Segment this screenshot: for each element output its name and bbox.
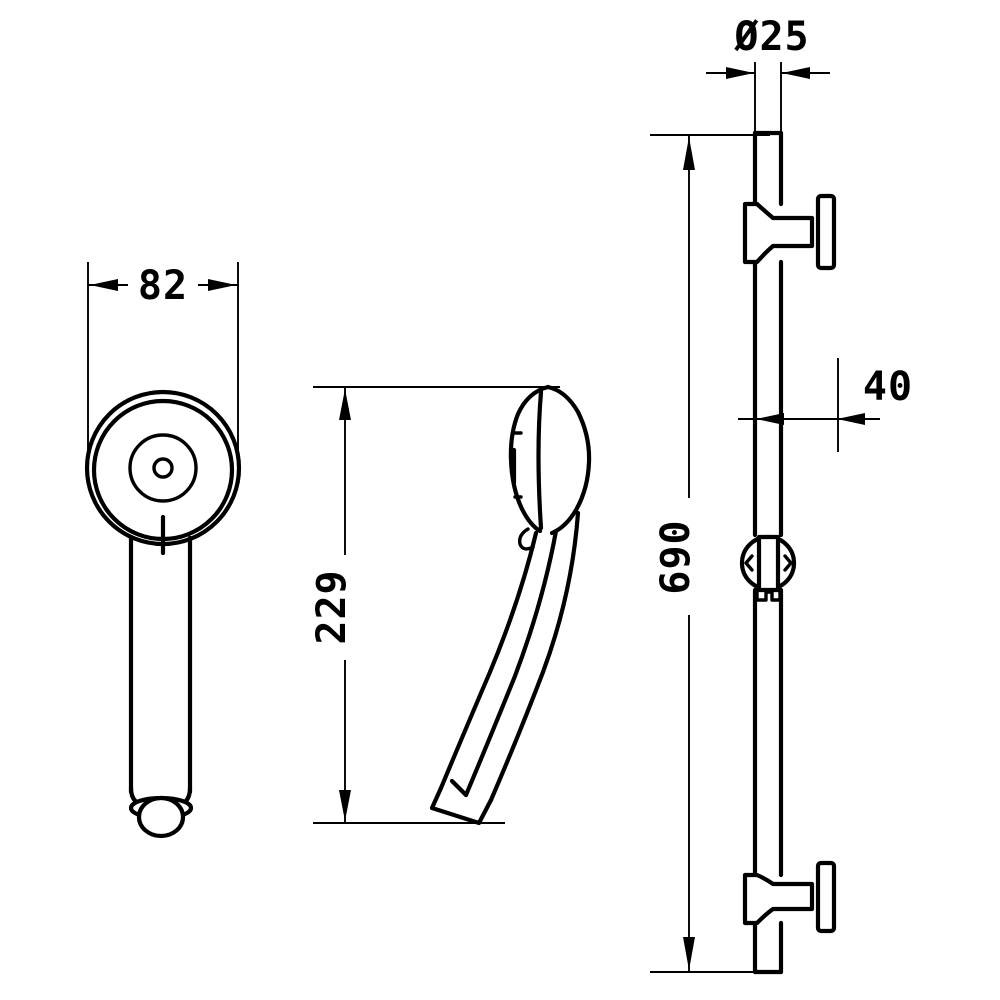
- dim-label-690: 690: [653, 519, 699, 594]
- rail-slider-clamp: [739, 534, 797, 602]
- bracket-top-body: [742, 201, 815, 265]
- handle-back-curve: [438, 530, 539, 791]
- sidehead-thumb-tab: [517, 527, 535, 551]
- slider-clamp-arrow-right: [783, 554, 793, 572]
- arrow-head-82-left: [90, 279, 118, 291]
- bracket-top-wall-plate: [815, 193, 837, 271]
- arrow-head-d25-left: [726, 67, 754, 79]
- bracket-bottom-wall-plate: [815, 860, 837, 934]
- dim-label-82: 82: [138, 263, 188, 309]
- handle-hose-connector-side: [429, 785, 494, 826]
- arrow-head-229-top: [339, 389, 351, 420]
- dim-label-40: 40: [863, 364, 913, 410]
- rail-bracket-top: [742, 193, 837, 271]
- arrow-head-690-bottom: [683, 937, 695, 970]
- slide-rail-view: Ø25 690 40: [650, 14, 913, 975]
- sidehead-face-edge: [536, 389, 544, 531]
- arrow-head-40-right: [837, 413, 865, 425]
- dim-label-229: 229: [309, 569, 355, 644]
- handset-side-view: 229: [309, 384, 592, 826]
- arrow-head-229-bottom: [339, 790, 351, 821]
- handle-front-curve: [488, 510, 581, 803]
- rail-bracket-bottom: [742, 860, 837, 934]
- handle-hose-connector: [136, 795, 186, 839]
- bracket-bottom-body: [742, 872, 815, 926]
- slider-clamp-foot: [755, 588, 782, 602]
- arrow-head-82-right: [208, 279, 236, 291]
- sidehead-back-profile: [508, 384, 551, 534]
- sprayhead-face-ring: [128, 433, 198, 503]
- handle-middle-curve: [463, 528, 559, 798]
- handset-front-view: 82: [84, 262, 242, 839]
- handle-connector-rib: [449, 778, 469, 798]
- sidehead-outer-profile: [545, 384, 592, 536]
- slider-clamp-core: [756, 534, 781, 593]
- slider-clamp-arrow-left: [744, 554, 754, 572]
- arrow-head-40-left: [756, 413, 784, 425]
- arrow-head-d25-right: [782, 67, 810, 79]
- sprayhead-center-nozzle: [152, 457, 174, 479]
- dim-label-d25: Ø25: [733, 14, 809, 60]
- arrow-head-690-top: [683, 137, 695, 170]
